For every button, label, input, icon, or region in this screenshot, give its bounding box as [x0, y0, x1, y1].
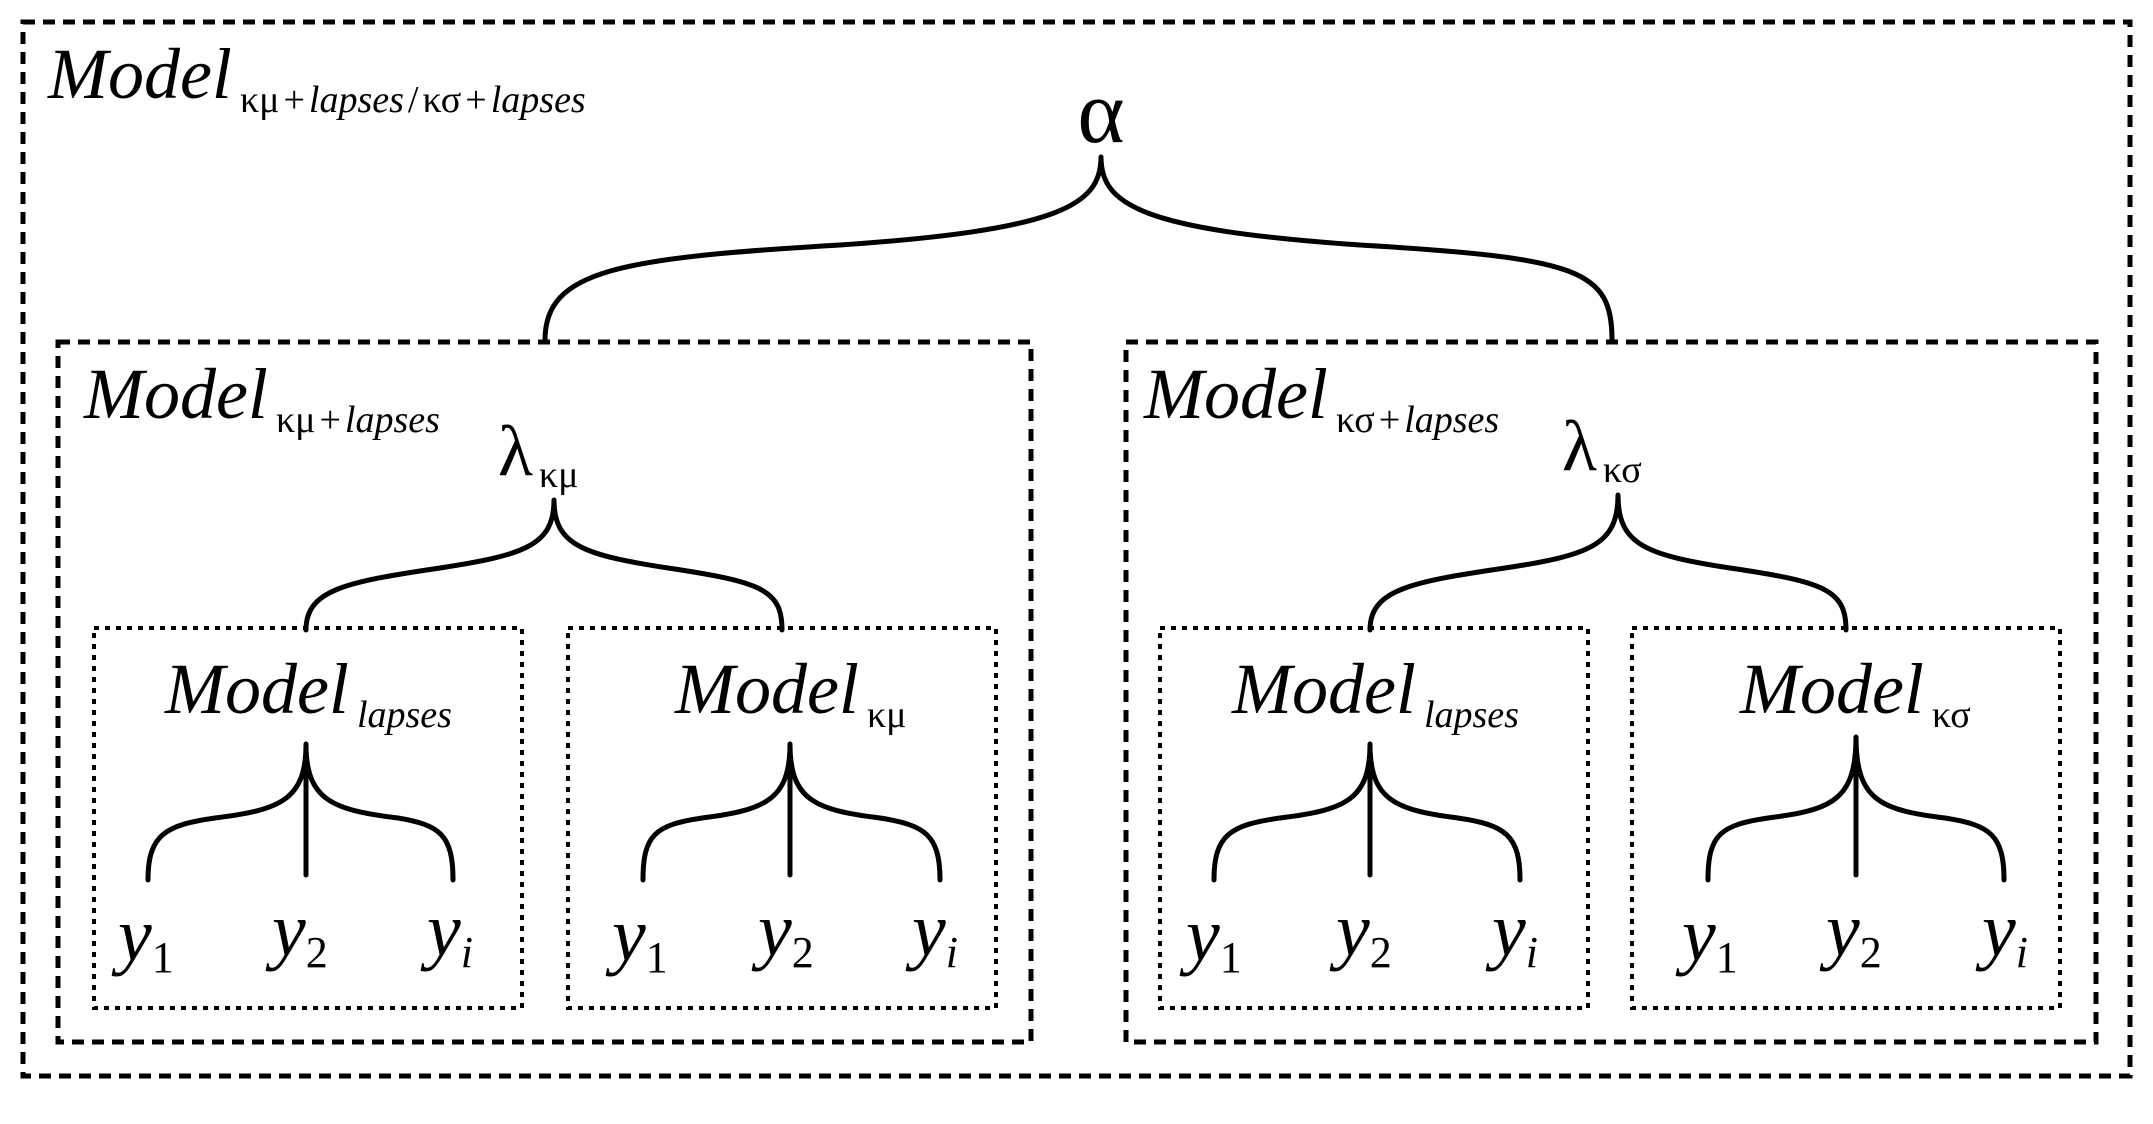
- right-child-kappa-sigma-yi: yi: [1975, 888, 2028, 977]
- root-model-label: Model κμ + lapses / κσ + lapses: [47, 34, 586, 121]
- left-child-lapses-label: Model lapses: [164, 649, 452, 736]
- alpha-parameter: α: [1077, 63, 1124, 162]
- right-child-kappa-sigma-y1: y1: [1675, 893, 1738, 982]
- right-child-lapses-label: Model lapses: [1231, 649, 1519, 736]
- right-group-box: [1123, 339, 2099, 1045]
- right-child-lapses-box: [1158, 626, 1590, 1010]
- left-child-kappa-mu-label: Model κμ: [674, 649, 906, 736]
- left-child-lapses-y2: y2: [265, 888, 328, 977]
- left-child-kappa-mu-box: [566, 626, 998, 1010]
- outer-model-box: [20, 19, 2133, 1079]
- left-group-label: Model κμ + lapses: [83, 354, 440, 441]
- lambda-kappa-mu-parameter: λ κμ: [498, 411, 578, 496]
- right-child-kappa-sigma-y2: y2: [1819, 888, 1882, 977]
- right-child-kappa-sigma-label: Model κσ: [1739, 649, 1971, 736]
- right-group-label: Model κσ + lapses: [1143, 354, 1499, 441]
- right-child-kappa-sigma-box: [1630, 626, 2062, 1010]
- left-child-lapses-y1: y1: [111, 893, 174, 982]
- left-group-box: [55, 339, 1034, 1045]
- left-child-kappa-mu-yi: yi: [905, 888, 958, 977]
- right-child-lapses-y1: y1: [1179, 893, 1242, 982]
- left-child-kappa-mu-y1: y1: [605, 893, 668, 982]
- right-group-brace: [1367, 492, 1849, 633]
- left-child-kappa-mu-brace: [640, 741, 943, 883]
- left-group-brace: [303, 497, 785, 633]
- left-child-lapses-yi: yi: [420, 888, 473, 977]
- left-child-lapses-brace: [145, 741, 456, 883]
- right-child-lapses-yi: yi: [1485, 888, 1538, 977]
- lambda-kappa-sigma-parameter: λ κσ: [1562, 406, 1642, 491]
- right-child-kappa-sigma-brace: [1705, 734, 2007, 883]
- left-child-lapses-box: [92, 626, 524, 1010]
- right-child-lapses-y2: y2: [1329, 888, 1392, 977]
- root-brace: [542, 154, 1615, 343]
- left-child-kappa-mu-y2: y2: [751, 888, 814, 977]
- right-child-lapses-brace: [1211, 741, 1523, 883]
